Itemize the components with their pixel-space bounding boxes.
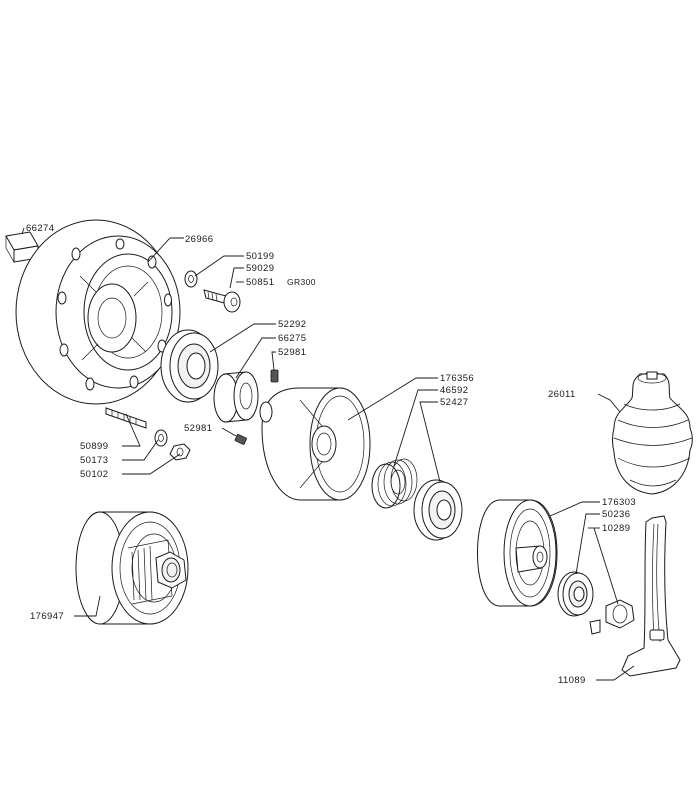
lock-nut-10289	[589, 599, 635, 635]
part-labels: 66274 26966 50199 59029 50851 GR300 5229…	[26, 223, 636, 686]
label-176947: 176947	[30, 611, 64, 622]
spring-46592	[371, 458, 418, 509]
cone-housing-176356	[259, 387, 371, 501]
label-52292: 52292	[278, 319, 306, 330]
label-176356: 176356	[440, 373, 474, 384]
label-176303: 176303	[602, 497, 636, 508]
leader-lines	[21, 227, 635, 681]
label-50173: 50173	[80, 455, 108, 466]
label-52981-lower: 52981	[184, 423, 212, 434]
label-10289: 10289	[602, 523, 630, 534]
label-50102: 50102	[80, 469, 108, 480]
fork-lever-11089	[621, 515, 681, 677]
boot-26011	[612, 371, 693, 495]
label-52981-upper: 52981	[278, 347, 306, 358]
washer-50173	[154, 429, 168, 447]
washer-50199	[184, 270, 198, 288]
label-50851-tag: GR300	[287, 277, 316, 287]
label-11089: 11089	[558, 675, 586, 686]
screw-50851	[203, 289, 241, 313]
set-screw-52981-lower	[234, 434, 247, 445]
hub-26966	[15, 219, 181, 405]
set-screw-52981-upper	[270, 369, 279, 383]
bearing-50236	[557, 571, 594, 617]
hub-176303	[477, 499, 558, 607]
label-26966: 26966	[185, 234, 213, 245]
spacer-66275	[213, 371, 259, 423]
label-50236: 50236	[602, 509, 630, 520]
bearing-52427	[413, 479, 463, 541]
label-50851: 50851	[246, 277, 274, 288]
label-66275: 66275	[278, 333, 306, 344]
label-50199: 50199	[246, 251, 274, 262]
stud-50899	[105, 407, 147, 429]
label-26011: 26011	[548, 389, 576, 400]
label-46592: 46592	[440, 385, 468, 396]
label-52427: 52427	[440, 397, 468, 408]
nut-50102	[169, 443, 191, 461]
label-66274: 66274	[26, 223, 54, 234]
label-50899: 50899	[80, 441, 108, 452]
label-59029: 59029	[246, 263, 274, 274]
bearing-52292	[160, 329, 219, 403]
assembly-176947	[75, 511, 189, 625]
